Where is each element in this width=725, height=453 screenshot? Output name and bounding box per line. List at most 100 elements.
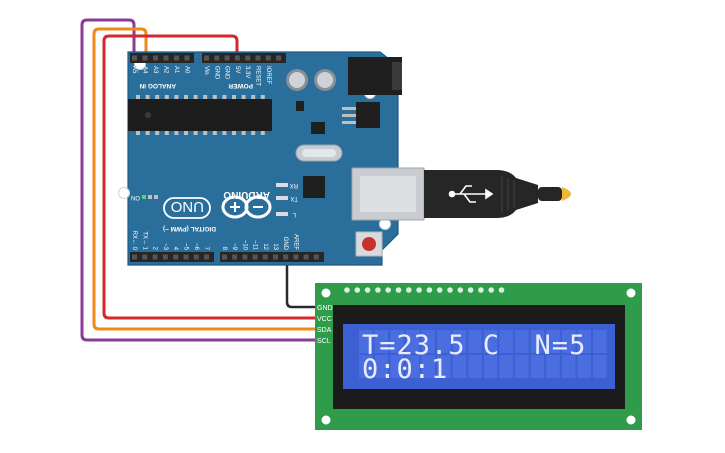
mounting-hole (626, 415, 636, 425)
mounting-hole (321, 415, 331, 425)
pin-label: RX← 0 (131, 231, 137, 251)
crystal-oscillator (295, 144, 343, 162)
header-pin-hole[interactable] (132, 254, 137, 260)
pin-label: RESET (255, 66, 261, 86)
pin-label: 3.3V (244, 66, 250, 78)
header-pin-hole[interactable] (184, 55, 190, 61)
pin-label: 12 (262, 243, 268, 250)
pin-label: TX→ 1 (141, 231, 147, 250)
pin-label: A0 (184, 66, 190, 74)
wires (80, 18, 322, 342)
header-pin-hole[interactable] (222, 254, 227, 260)
pin-label: GND (224, 66, 230, 80)
pin-label: ~11 (252, 240, 258, 250)
header-digital-label: DIGITAL (PWM ~) (163, 225, 216, 232)
header-pin-hole[interactable] (283, 254, 289, 260)
header-pin-hole[interactable] (242, 254, 248, 260)
header-pin-hole[interactable] (262, 254, 268, 260)
usb-cable-tip (562, 187, 571, 201)
usb-icon (448, 185, 494, 203)
pin-label: A3 (152, 66, 158, 74)
header-pin-hole[interactable] (232, 254, 238, 260)
lcd-i2c-module[interactable]: GND VCC SDA SCL T=23.5 C N=5 0:0:1 (315, 283, 642, 430)
wire-sda-orange[interactable] (92, 27, 322, 331)
pin-label: GND (213, 66, 219, 80)
header-pin-hole[interactable] (252, 254, 258, 260)
lcd-line-2: 0:0:1 (362, 354, 448, 385)
wire-gnd-black[interactable] (285, 262, 322, 309)
pin-label: 7 (203, 247, 209, 251)
lcd-pin-label-sda: SDA (317, 327, 332, 334)
pin-label: A2 (163, 66, 169, 74)
wire-vcc-red[interactable] (102, 34, 322, 320)
led-label-l: L (292, 211, 296, 217)
lcd-pin-label-gnd: GND (317, 305, 333, 312)
usb-interface-chip (303, 176, 325, 198)
header-pin-hole[interactable] (142, 254, 148, 260)
lcd-pin-label-scl: SCL (317, 338, 331, 345)
usb-cable[interactable] (351, 167, 571, 221)
header-pin-hole[interactable] (153, 55, 158, 61)
pin-label: 2 (152, 247, 158, 251)
pin-label: ~3 (162, 243, 168, 251)
analog-header (130, 53, 194, 63)
header-pin-hole[interactable] (313, 254, 319, 260)
lcd-line-1: T=23.5 C N=5 (362, 330, 586, 361)
header-pin-hole[interactable] (142, 55, 148, 61)
pin-label: ~5 (183, 243, 189, 251)
pin-label: AREF (292, 234, 298, 250)
header-pin-hole[interactable] (193, 254, 199, 260)
brand-label: ARDUINO (223, 189, 270, 200)
header-pin-hole[interactable] (293, 254, 299, 260)
header-pin-hole[interactable] (174, 55, 179, 61)
header-pin-hole[interactable] (255, 55, 261, 61)
led-label-rx: RX (290, 182, 298, 188)
header-pin-hole[interactable] (273, 254, 278, 260)
model-badge: UNO (163, 197, 211, 219)
lcd-pin-label-vcc: VCC (317, 316, 332, 323)
header-pin-hole[interactable] (183, 254, 189, 260)
analog-pin-holes (132, 55, 190, 61)
header-pin-hole[interactable] (204, 254, 210, 260)
wire-scl-purple[interactable] (80, 18, 322, 342)
reset-button[interactable] (355, 231, 383, 257)
header-pin-hole[interactable] (204, 55, 209, 61)
header-analog-label: ANALOG IN (139, 82, 176, 89)
small-ic (311, 122, 325, 134)
power-pin-holes (204, 55, 282, 61)
header-pin-hole[interactable] (303, 254, 309, 260)
model-label: UNO (171, 198, 204, 215)
pin-label: A1 (173, 66, 179, 74)
header-pin-hole[interactable] (163, 55, 169, 61)
pin-label: ~10 (241, 240, 247, 251)
atmega-chip (128, 95, 272, 135)
header-pin-hole[interactable] (214, 55, 220, 61)
dc-power-jack (348, 57, 402, 95)
lcd-character-cells (359, 330, 607, 378)
header-pin-hole[interactable] (265, 55, 271, 61)
header-pin-hole[interactable] (224, 55, 230, 61)
lcd-pin-labels: GND VCC SDA SCL (317, 305, 333, 345)
header-pin-hole[interactable] (173, 254, 179, 260)
header-pin-hole[interactable] (132, 55, 137, 61)
pin-label: A5 (131, 66, 137, 74)
pin-label: 4 (172, 247, 178, 251)
header-pin-hole[interactable] (276, 55, 282, 61)
pin-label: A4 (142, 66, 148, 74)
pin-label: 5V (234, 66, 240, 73)
pin-label: Vin (203, 66, 209, 75)
header-pin-hole[interactable] (234, 55, 240, 61)
header-pin-hole[interactable] (245, 55, 251, 61)
usb-grip-lines (501, 176, 515, 212)
arduino-logo (221, 195, 272, 219)
header-pin-hole[interactable] (152, 254, 158, 260)
pin-label: ~9 (231, 243, 237, 251)
header-pin-hole[interactable] (162, 254, 168, 260)
capacitors (286, 69, 336, 91)
pin-label: IOREF (265, 66, 271, 85)
pin-label: GND (282, 237, 288, 251)
pin-label: 8 (221, 247, 227, 251)
